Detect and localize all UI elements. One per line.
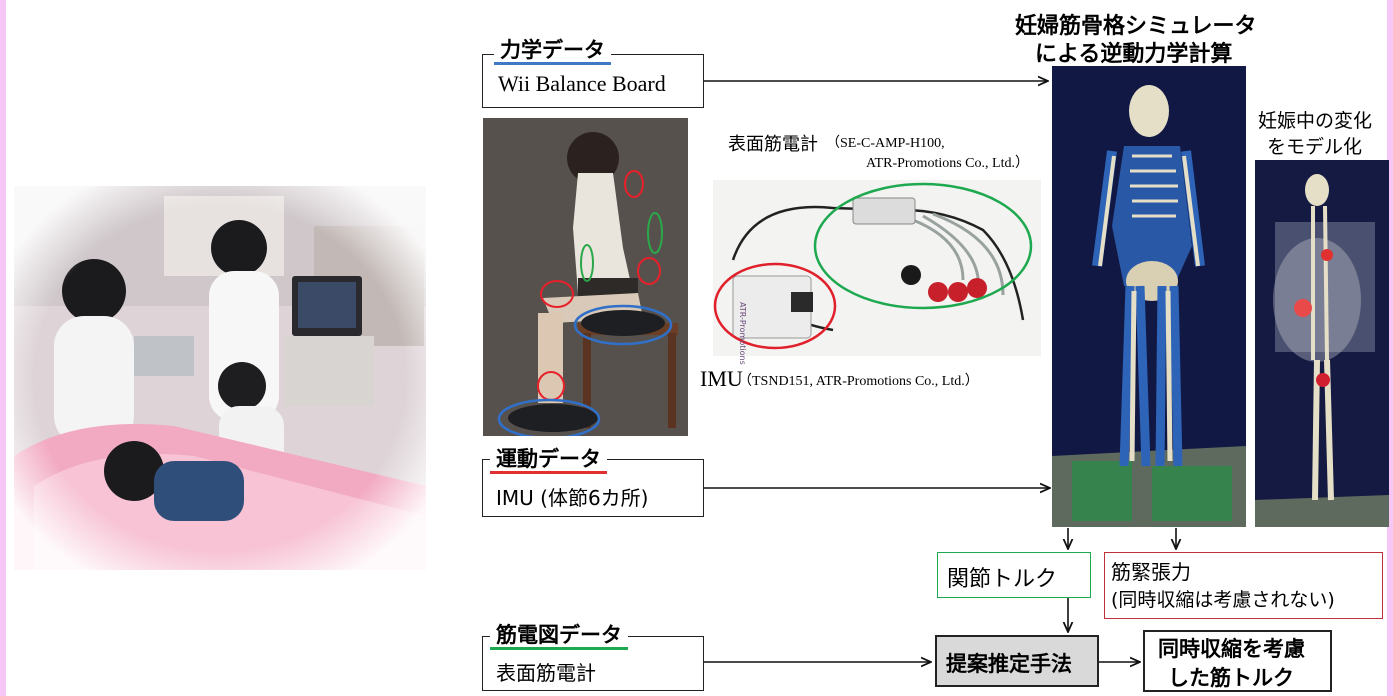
muscle-tension-line1: 筋緊張力: [1111, 560, 1191, 584]
joint-torque-text: 関節トルク: [947, 567, 1058, 592]
emg-sensor-spec-line2: ATR-Promotions Co., Ltd.）: [866, 156, 1029, 171]
sensor-photo: [713, 180, 1041, 356]
preg-label-line1: 妊娠中の変化: [1258, 110, 1373, 132]
imu-sensor-spec: （TSND151, ATR-Promotions Co., Ltd.）: [738, 374, 979, 389]
emg-sensor-name: 表面筋電計: [728, 134, 818, 155]
muscle-tension-line2: (同時収縮は考慮されない): [1111, 589, 1335, 611]
skeleton-illustration: [1052, 66, 1246, 527]
sim-title-line1: 妊婦筋骨格シミュレータ: [1015, 14, 1257, 39]
joint-torque-box: [937, 552, 1091, 598]
emg-data-content: 表面筋電計: [496, 661, 596, 685]
motion-data-content: IMU (体節6カ所): [496, 486, 649, 510]
subject-photo: [483, 118, 688, 436]
muscle-tension-box: [1104, 552, 1383, 619]
pregnant-skeleton-illustration: [1255, 160, 1389, 527]
result-line2: した筋トルク: [1168, 666, 1294, 690]
proposed-method-box: [935, 635, 1099, 687]
mech-data-content: Wii Balance Board: [498, 71, 666, 96]
sim-title-line2: による逆動力学計算: [1035, 42, 1233, 67]
simulator-render: [1052, 66, 1246, 527]
imu-sensor-name: IMU: [700, 366, 743, 391]
classroom-photo: [14, 186, 426, 570]
subject-illustration: [483, 118, 688, 436]
emg-data-label: 筋電図データ: [490, 623, 628, 650]
proposed-method-text: 提案推定手法: [946, 652, 1072, 676]
sensor-illustration: [713, 180, 1041, 356]
result-line1: 同時収縮を考慮: [1158, 637, 1305, 661]
mech-data-label: 力学データ: [494, 38, 611, 65]
result-box: [1143, 630, 1332, 692]
left-frame-strip: [0, 0, 6, 696]
pregnancy-model-render: [1255, 160, 1389, 527]
classroom-illustration: [14, 186, 426, 570]
emg-sensor-spec-line1: （SE-C-AMP-H100,: [826, 136, 945, 151]
preg-label-line2: をモデル化: [1267, 136, 1363, 158]
motion-data-label: 運動データ: [490, 447, 607, 474]
right-frame-strip: [1387, 0, 1393, 696]
